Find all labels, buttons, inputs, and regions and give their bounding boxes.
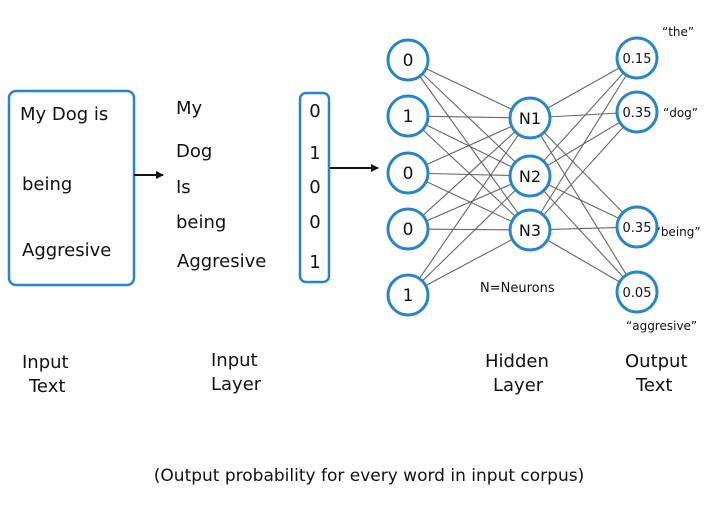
connection-line: [547, 239, 620, 283]
output-node: 0.15: [615, 36, 659, 80]
connection-line: [425, 238, 513, 287]
input-node: 1: [386, 94, 430, 138]
connection-line: [425, 180, 513, 223]
output-word: “aggresive”: [626, 319, 697, 333]
output-word: “dog”: [663, 106, 698, 120]
hidden-node: N1: [508, 96, 552, 140]
connection-line: [421, 189, 517, 282]
svg-text:0.35: 0.35: [623, 106, 652, 121]
connection-line: [422, 73, 516, 163]
svg-text:0: 0: [403, 164, 414, 184]
vector-value: 0: [309, 212, 320, 233]
network-connections: [418, 67, 627, 287]
input-word: Dog: [176, 141, 212, 162]
vector-value: 0: [309, 101, 320, 122]
svg-text:0.35: 0.35: [623, 221, 652, 236]
svg-text:N1: N1: [519, 109, 541, 128]
connection-line: [543, 190, 624, 278]
svg-text:0.05: 0.05: [623, 286, 652, 301]
hidden-node: N3: [508, 208, 552, 252]
svg-text:1: 1: [403, 107, 414, 127]
connection-line: [549, 227, 618, 230]
svg-text:N2: N2: [519, 167, 541, 186]
output-node: 0.35: [615, 90, 659, 134]
output-word: ‘being”: [657, 225, 701, 239]
input-node: 1: [386, 273, 430, 317]
connection-line: [540, 74, 627, 214]
output-word-labels: “the” “dog” ‘being” “aggresive”: [626, 25, 701, 333]
svg-text:0: 0: [403, 51, 414, 71]
input-word-list: My Dog Is being Aggresive: [176, 98, 266, 272]
svg-text:0: 0: [403, 220, 414, 240]
connection-line: [543, 72, 624, 162]
connection-line: [547, 184, 620, 219]
connection-line: [427, 115, 511, 119]
vector-value: 1: [309, 252, 320, 273]
vector-value: 0: [309, 177, 320, 198]
vector-value: 1: [309, 143, 320, 164]
output-node: 0.05: [615, 270, 659, 314]
input-word: being: [176, 212, 226, 233]
hidden-note: N=Neurons: [480, 281, 555, 296]
input-node: 0: [386, 207, 430, 251]
output-node: 0.35: [615, 205, 659, 249]
input-vector: 0 1 0 0 1: [298, 91, 331, 284]
connection-line: [543, 126, 624, 216]
connection-line: [426, 125, 512, 166]
connection-line: [422, 131, 516, 216]
svg-text:1: 1: [403, 286, 414, 306]
input-word: Is: [176, 177, 191, 198]
hidden-node: N2: [508, 154, 552, 198]
input-node: 0: [386, 38, 430, 82]
svg-text:0.15: 0.15: [623, 52, 652, 67]
input-word: My: [176, 98, 203, 119]
diagram-caption: (Output probability for every word in in…: [154, 466, 584, 486]
hidden-layer-nodes: N1 N2 N3: [508, 96, 552, 252]
input-box-line-2: being: [22, 174, 72, 195]
svg-text:N3: N3: [519, 221, 541, 240]
input-word: Aggresive: [177, 251, 266, 272]
input-box-line-3: Aggresive: [22, 240, 111, 261]
input-node: 0: [386, 151, 430, 195]
output-layer-nodes: 0.15 0.35 0.35 0.05: [615, 36, 659, 314]
connection-line: [427, 172, 511, 177]
connection-line: [426, 183, 512, 222]
connection-line: [418, 134, 520, 279]
input-layer-nodes: 0 1 0 0 1: [386, 38, 430, 317]
connection-line: [547, 67, 620, 109]
connection-line: [540, 134, 627, 276]
connection-line: [549, 112, 618, 118]
input-box-line-1: My Dog is: [20, 104, 108, 125]
output-word: “the”: [662, 25, 694, 39]
input-text-box: My Dog is being Aggresive: [7, 89, 136, 287]
connection-line: [427, 228, 511, 231]
connection-line: [425, 68, 513, 110]
